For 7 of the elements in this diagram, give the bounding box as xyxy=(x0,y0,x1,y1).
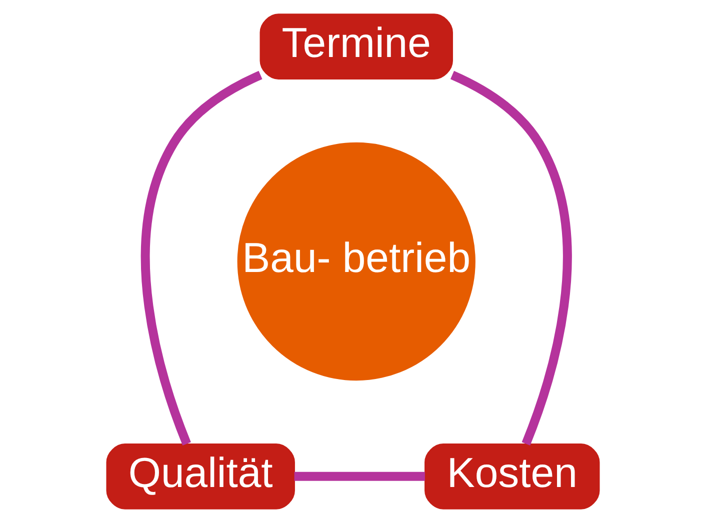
connector xyxy=(450,70,572,446)
connector xyxy=(294,472,424,481)
node-circle: Bau- betrieb xyxy=(236,142,475,381)
node-box: Qualität xyxy=(106,443,294,510)
connector xyxy=(140,70,262,446)
node-box: Kosten xyxy=(424,443,600,510)
node-box: Termine xyxy=(259,14,452,80)
